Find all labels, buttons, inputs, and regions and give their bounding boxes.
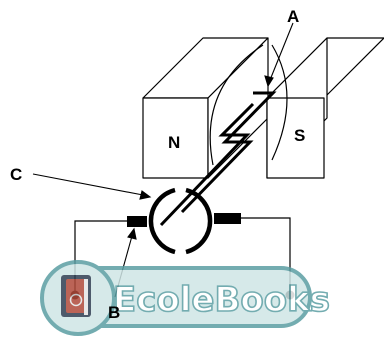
- label-b: B: [108, 303, 120, 322]
- commutator-right-segment: [185, 187, 213, 255]
- book-icon: [61, 275, 91, 317]
- ecolebooks-watermark: EcoleBooks: [40, 260, 331, 336]
- armature-coil: [159, 91, 277, 227]
- left-brush: [127, 216, 147, 227]
- commutator: [148, 187, 213, 255]
- label-c: C: [10, 165, 22, 184]
- south-pole-label: S: [294, 126, 305, 145]
- commutator-left-segment: [148, 187, 176, 255]
- right-brush: [214, 213, 241, 224]
- label-a: A: [287, 7, 299, 26]
- pole-gap-curve-right: [271, 44, 288, 161]
- watermark-text: EcoleBooks: [113, 280, 330, 320]
- south-magnet: [266, 37, 384, 179]
- north-pole-label: N: [168, 133, 180, 152]
- pole-gap-curve-left: [209, 44, 264, 166]
